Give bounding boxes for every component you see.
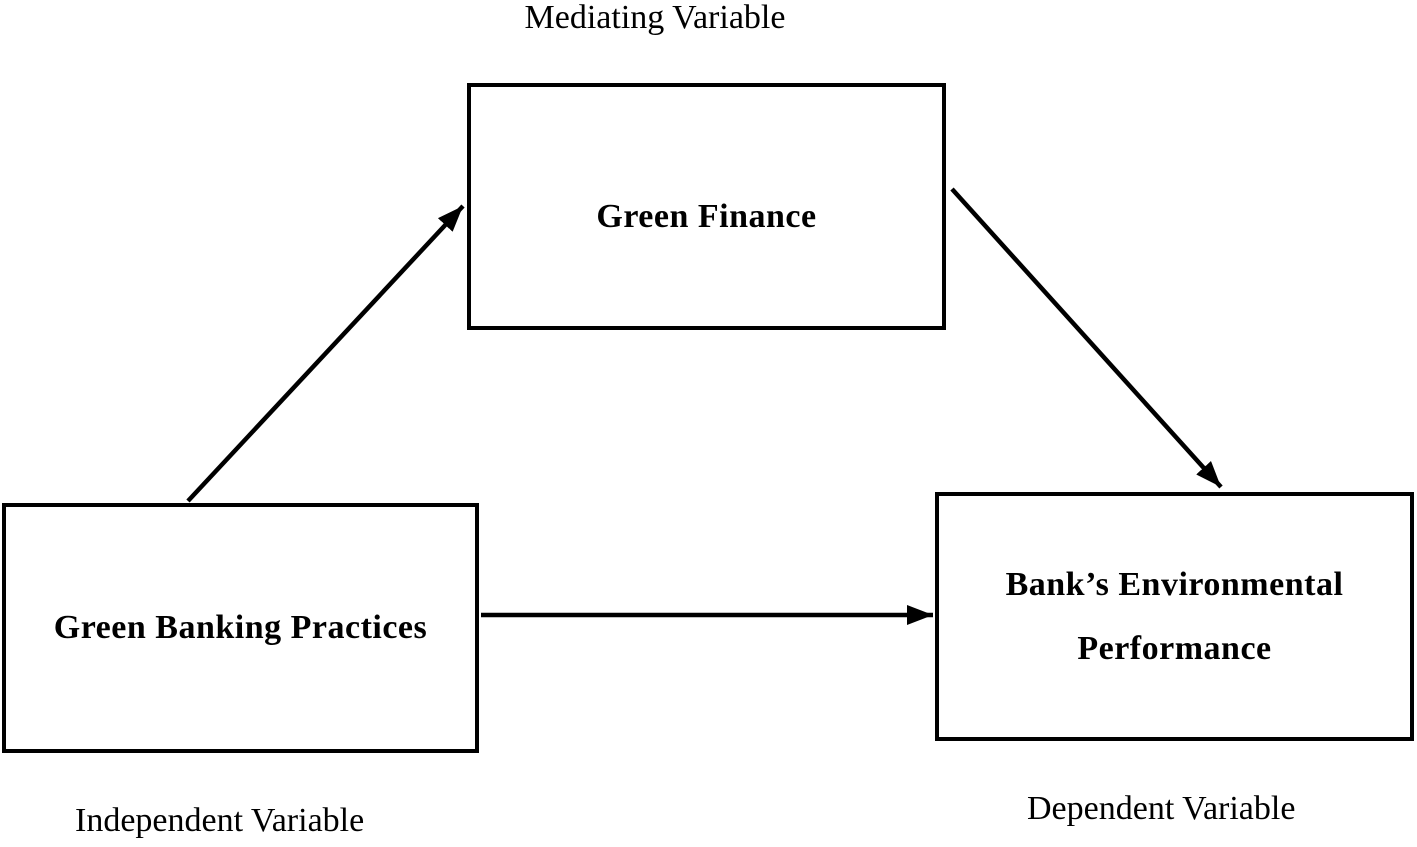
independent-box: Green Banking Practices [2,503,479,753]
mediating-variable-caption: Mediating Variable [524,0,786,36]
mediator-box-title: Green Finance [596,197,817,235]
dependent-box-title-line1: Bank’s Environmental [1005,565,1344,603]
mediator-box: Green Finance [467,83,946,330]
dependent-box-title-line2: Performance [1077,629,1272,667]
arrow-independent-to-mediator [186,204,465,503]
dependent-box: Bank’s Environmental Performance [935,492,1414,741]
arrow-mediator-to-dependent [950,187,1223,489]
independent-variable-caption: Independent Variable [75,802,365,839]
independent-box-title: Green Banking Practices [53,609,428,646]
dependent-variable-caption: Dependent Variable [1027,790,1296,827]
